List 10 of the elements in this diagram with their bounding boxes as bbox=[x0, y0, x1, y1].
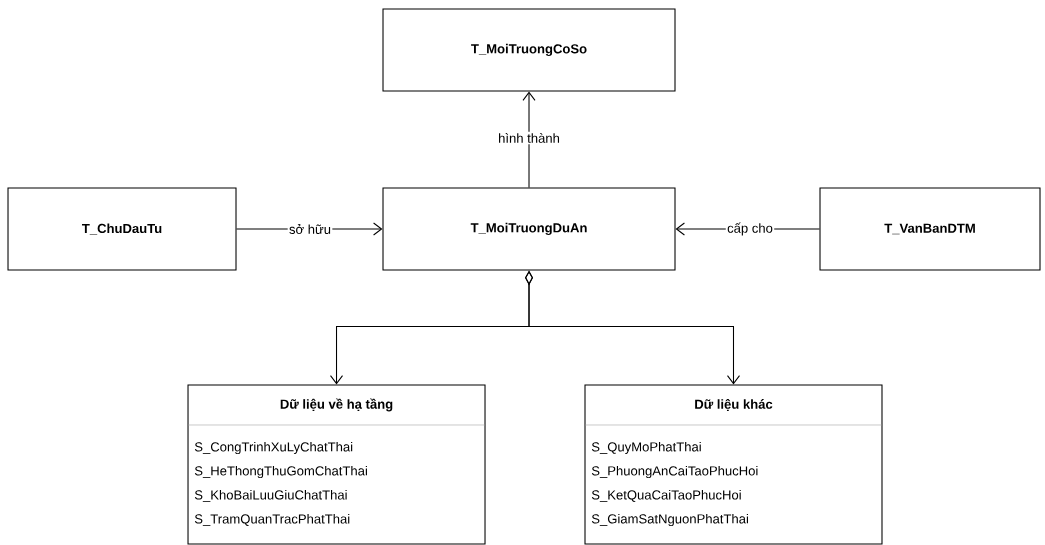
edge-label: sở hữu bbox=[289, 224, 331, 234]
class-box: T_MoiTruongDuAn bbox=[382, 187, 676, 271]
arrow bbox=[522, 91, 536, 188]
class-box: T_VanBanDTM bbox=[819, 187, 1041, 271]
edge-label: cấp cho bbox=[727, 222, 773, 236]
class-box: Dữ liệu về hạ tầng S_CongTrinhXuLyChatThai S_HeThongThuGomChatThai S_KhoBaiLuuGiuChatThai S_TramQuanTracPhatThai bbox=[187, 384, 486, 545]
class-box: T_ChuDauTu bbox=[7, 187, 237, 271]
edge-label: hình thành bbox=[499, 133, 559, 143]
class-box: T_MoiTruongCoSo bbox=[382, 8, 676, 92]
class-box: Dữ liệu khác S_QuyMoPhatThai S_PhuongAnCaiTaoPhucHoi S_KetQuaCaiTaoPhucHoi S_GiamSatNguonPhatThai bbox=[584, 384, 883, 545]
